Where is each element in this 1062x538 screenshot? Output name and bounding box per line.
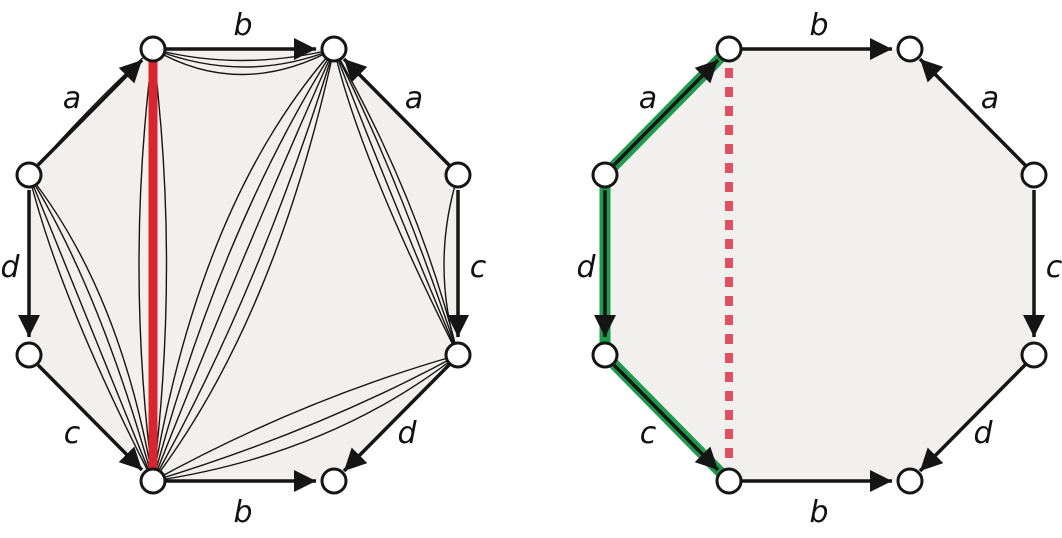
chord [152,48,335,482]
node [896,467,924,495]
edge-c-left-bottom [612,363,720,472]
node [15,161,43,189]
left-edge-labels: b a a d c c d b [0,8,486,530]
edge-label: b [233,8,252,43]
edge-label: b [809,495,828,530]
right-octagon-panel: b a a d c c d b [576,8,1062,530]
chord [333,48,459,356]
edge-label: d [397,416,417,451]
edge-d-right-bottom [918,362,1028,473]
edge-label: d [576,250,596,285]
edge-label: c [640,416,657,451]
edge-label: b [809,8,828,43]
edge-a-left-top [36,58,144,167]
chord [333,48,459,356]
chord [152,48,335,482]
right-octagon-fill [605,49,1034,481]
left-nodes [15,35,472,495]
edge-label: d [0,250,20,285]
edge-label: a [639,81,657,116]
edge-a-right-top [918,57,1028,168]
node [591,341,619,369]
node [591,161,619,189]
node [715,35,743,63]
chord [152,354,459,482]
edge-label: c [64,416,81,451]
node [15,341,43,369]
edge-label: c [1046,250,1062,285]
edge-label: a [63,81,81,116]
chord [28,174,154,482]
chord [152,48,168,482]
edge-a-right-top [342,57,452,168]
chord [333,48,459,356]
chord [28,174,154,482]
edge-label: b [233,495,252,530]
node [139,35,167,63]
chord [152,48,335,482]
left-octagon-panel: b a a d c c d b [0,8,486,530]
chord [28,174,154,482]
right-nodes [591,35,1048,495]
edge-a-left-top [612,58,720,167]
edge-label: d [973,416,993,451]
left-chords [28,48,459,482]
node [715,467,743,495]
chord [152,48,335,482]
left-edges [18,38,469,492]
edge-label: c [470,250,487,285]
edge-label: a [405,81,423,116]
node [1020,341,1048,369]
node [444,341,472,369]
node [320,35,348,63]
right-edges [594,38,1045,492]
chord [152,354,459,482]
chord [138,48,154,482]
node [139,467,167,495]
edge-c-left-bottom [36,363,144,472]
node [1020,161,1048,189]
right-edge-labels: b a a d c c d b [576,8,1062,530]
edge-label: a [981,81,999,116]
node [444,161,472,189]
chord [28,174,154,482]
node [320,467,348,495]
chord [152,354,459,482]
left-octagon-fill [29,49,458,481]
chord [152,48,335,482]
node [896,35,924,63]
edge-d-right-bottom [342,362,452,473]
